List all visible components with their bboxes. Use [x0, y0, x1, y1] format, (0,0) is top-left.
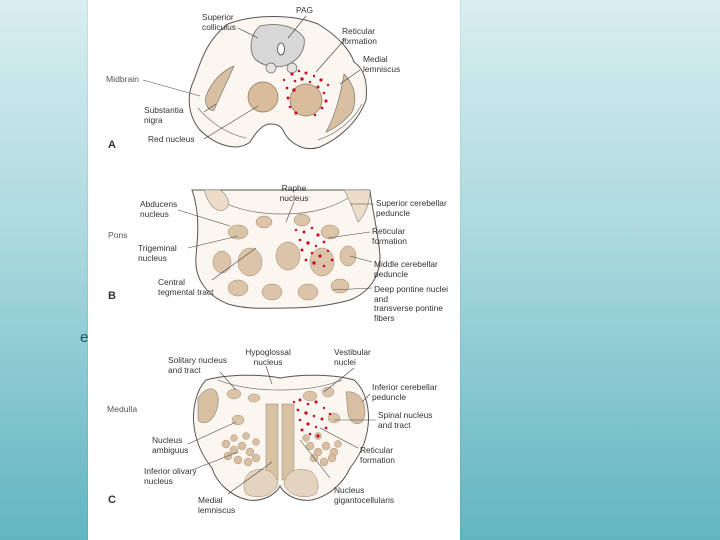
region-label-medulla: Medulla [107, 404, 138, 414]
pontine-nuclei [212, 213, 357, 301]
label-superior-colliculus: Superior colliculus [202, 12, 236, 32]
red-nucleus-left [247, 81, 279, 113]
label-middle-cerebellar-peduncle: Middle cerebellar peduncle [374, 259, 438, 279]
pyramid-right [283, 469, 319, 497]
pons-section [177, 189, 381, 309]
reticular-dots-midbrain [282, 69, 330, 117]
cerebral-peduncle-left [197, 107, 247, 139]
label-vestibular-nuclei: Vestibular nuclei [334, 347, 371, 367]
inferior-olive-right [302, 432, 342, 467]
label-nucleus-gigantocellularis: Nucleus gigantocellularis [334, 485, 395, 505]
label-red-nucleus: Red nucleus [148, 134, 195, 144]
red-nucleus-right [289, 83, 323, 117]
label-hypoglossal-nucleus: Hypoglossal nucleus [245, 347, 291, 367]
superior-cerebellar-peduncle-right [343, 189, 371, 223]
midbrain-outline [188, 16, 367, 150]
label-superior-cerebellar-peduncle: Superior cerebellar peduncle [376, 198, 447, 218]
medulla-section [187, 365, 376, 501]
label-raphe-nucleus: Raphe nucleus [279, 183, 309, 203]
label-deep-pontine-nuclei: Deep pontine nuclei and transverse ponti… [374, 284, 449, 323]
reticular-dots-pons [294, 226, 334, 268]
medulla-dorsal-nuclei [226, 386, 341, 426]
inferior-olive-left [221, 432, 261, 467]
oculomotor-nucleus-right [286, 62, 298, 74]
medial-lemniscus-right [281, 403, 295, 481]
leader-lines-medulla [187, 365, 376, 495]
label-nucleus-ambiguus: Nucleus ambiguus [152, 435, 189, 455]
label-inferior-cerebellar-peduncle: Inferior cerebellar peduncle [372, 382, 438, 402]
panel-letter-c: C [108, 494, 116, 506]
cerebral-peduncle-right [317, 103, 363, 141]
cerebral-aqueduct [277, 42, 285, 56]
midbrain-pointer [142, 79, 201, 97]
label-medial-lemniscus-a: Medial lemniscus [363, 54, 401, 74]
label-medial-lemniscus-c: Medial lemniscus [198, 495, 236, 515]
stray-glyph: e [80, 329, 89, 346]
fourth-ventricle-medulla [217, 379, 343, 391]
leader-lines-midbrain [203, 15, 361, 140]
region-label-pons: Pons [108, 230, 128, 240]
medulla-outline [193, 374, 369, 501]
label-reticular-formation-b: Reticular formation [372, 226, 407, 246]
label-solitary-nucleus: Solitary nucleus and tract [168, 355, 228, 375]
leader-lines-pons [177, 201, 374, 291]
panel-letter-a: A [108, 139, 116, 151]
medial-lemniscus-left [265, 403, 279, 481]
oculomotor-nucleus-left [265, 62, 277, 74]
label-substantia-nigra: Substantia nigra [144, 105, 184, 125]
substantia-nigra-left [205, 65, 235, 111]
region-label-midbrain: Midbrain [106, 74, 139, 84]
midbrain-section [142, 15, 367, 150]
label-abducens-nucleus: Abducens nucleus [140, 199, 178, 219]
label-trigeminal-nucleus: Trigeminal nucleus [138, 243, 177, 263]
panel-letter-b: B [108, 290, 116, 302]
label-reticular-formation-c: Reticular formation [360, 445, 395, 465]
brainstem-diagram [142, 15, 381, 501]
label-pag: PAG [296, 5, 314, 15]
superior-cerebellar-peduncle-left [203, 189, 229, 211]
label-central-tegmental-tract: Central tegmental tract [158, 277, 214, 297]
inferior-cerebellar-peduncle-left [197, 388, 219, 424]
reticular-dots-medulla [292, 398, 332, 438]
figure-panel: Midbrain Pons Medulla A B C Superior col… [88, 0, 460, 540]
label-reticular-formation-a: Reticular formation [342, 26, 377, 46]
label-spinal-nucleus: Spinal nucleus and tract [378, 410, 433, 430]
label-inferior-olivary-nucleus: Inferior olivary nucleus [144, 466, 197, 486]
substantia-nigra-right [325, 73, 356, 133]
inferior-cerebellar-peduncle-right [345, 391, 366, 425]
